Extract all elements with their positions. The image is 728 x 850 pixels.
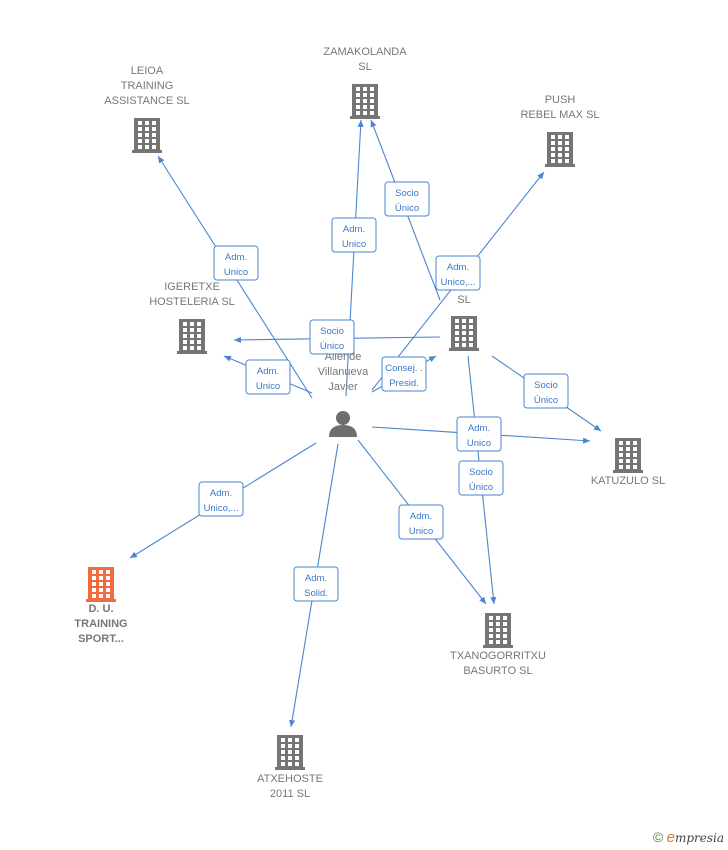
edges-layer: [129, 119, 602, 728]
nodes-layer: ZAMAKOLANDA SL LEIOA TRAINING ASSISTANCE SL P…: [74, 46, 665, 800]
company-name: ATXEHOSTE: [257, 773, 323, 785]
person-name: Javier: [328, 381, 358, 393]
edge-label-text: Socio: [534, 380, 558, 391]
company-node-zamakolanda[interactable]: ZAMAKOLANDA SL: [323, 46, 407, 119]
edge-label[interactable]: Consej. . Presid.: [381, 356, 427, 392]
edge-labels-layer: Adm.UnicoAdm.UnicoSocioÚnicoAdm.Unico,..…: [198, 181, 569, 602]
edge-label-text: Unico,...: [204, 503, 239, 514]
copyright-icon: ©: [652, 829, 664, 845]
edge-label[interactable]: Adm. Unico: [398, 504, 444, 540]
edge-label[interactable]: Adm. Unico,...: [198, 481, 244, 517]
edge-label[interactable]: Adm. Unico,...: [435, 255, 481, 291]
edge-label[interactable]: Adm. Unico: [213, 245, 259, 281]
edge-label-text: Único: [320, 341, 344, 352]
edge-label-text: Adm.: [447, 262, 469, 273]
edge-label-text: Adm.: [343, 224, 365, 235]
edge-label-text: Adm.: [410, 511, 432, 522]
company-node-txanogorritxu[interactable]: TXANOGORRITXU BASURTO SL: [450, 613, 546, 677]
edge-label[interactable]: Adm. Unico: [245, 359, 291, 395]
edge-label-text: Unico: [409, 526, 433, 537]
edge-label-text: Único: [469, 482, 493, 493]
building-icon: [449, 316, 479, 351]
edge-label-text: Consej. .: [385, 363, 423, 374]
edge-label-text: Socio: [320, 326, 344, 337]
company-node-push[interactable]: PUSH REBEL MAX SL: [520, 94, 600, 167]
company-name: REBEL MAX SL: [520, 109, 599, 121]
person-icon: [329, 411, 357, 437]
company-node-leioa[interactable]: LEIOA TRAINING ASSISTANCE SL: [104, 65, 190, 153]
edge-label-text: Presid.: [389, 378, 419, 389]
edge-label-text: Unico: [342, 239, 366, 250]
edge-label-text: Adm.: [468, 423, 490, 434]
edge-label-box: [309, 319, 355, 355]
company-name: SL: [457, 294, 470, 306]
edge-label-text: Unico,...: [441, 277, 476, 288]
person-name: Villanueva: [318, 366, 369, 378]
building-icon: [177, 319, 207, 354]
building-icon: [86, 567, 116, 602]
building-icon: [275, 735, 305, 770]
company-name: SPORT...: [78, 633, 124, 645]
brand-initial: e: [666, 829, 675, 846]
edge-label-box: [198, 481, 244, 517]
building-icon: [613, 438, 643, 473]
edge-label-text: Unico: [256, 381, 280, 392]
company-name: BASURTO SL: [463, 665, 532, 677]
company-name: ZAMAKOLANDA: [323, 46, 407, 58]
company-name: ASSISTANCE SL: [104, 95, 189, 107]
company-name: 2011 SL: [270, 788, 310, 800]
edge-label-text: Único: [534, 395, 558, 406]
brand-name: mpresia: [674, 831, 724, 845]
company-name: HOSTELERIA SL: [149, 296, 235, 308]
edge-label-box: [398, 504, 444, 540]
building-icon: [483, 613, 513, 648]
edge-label-box: [381, 356, 427, 392]
edge-label-text: Solid.: [304, 588, 328, 599]
edge-label-box: [435, 255, 481, 291]
company-name: TRAINING: [74, 618, 127, 630]
edge-label-box: [213, 245, 259, 281]
company-node-du[interactable]: D. U. TRAINING SPORT...: [74, 567, 128, 645]
edge-label-text: Único: [395, 203, 419, 214]
building-icon: [132, 118, 162, 153]
company-node-igeretxe[interactable]: IGERETXE HOSTELERIA SL: [149, 281, 235, 354]
company-name: LEIOA: [131, 65, 164, 77]
company-name: KATUZULO SL: [591, 475, 665, 487]
company-node-katuzulo[interactable]: KATUZULO SL: [591, 438, 665, 487]
footer-brand: © empresia: [653, 829, 724, 846]
edge-label-text: Unico: [467, 438, 491, 449]
edge-label-text: Adm.: [257, 366, 279, 377]
edge-label-box: [331, 217, 377, 253]
edge-label-text: Socio: [469, 467, 493, 478]
building-icon: [545, 132, 575, 167]
edge-label[interactable]: Adm. Unico: [331, 217, 377, 253]
edge-label-box: [458, 460, 504, 496]
edge-label-box: [245, 359, 291, 395]
edge-label[interactable]: Adm. Solid.: [293, 566, 339, 602]
company-name: IGERETXE: [164, 281, 220, 293]
company-name: PUSH: [545, 94, 576, 106]
edge-label-box: [523, 373, 569, 409]
company-name: SL: [358, 61, 371, 73]
edge-label-text: Unico: [224, 267, 248, 278]
company-name: TRAINING: [121, 80, 174, 92]
edge-label-box: [293, 566, 339, 602]
company-node-atxehoste[interactable]: ATXEHOSTE 2011 SL: [257, 735, 323, 800]
edge-label-text: Socio: [395, 188, 419, 199]
building-icon: [350, 84, 380, 119]
company-name: TXANOGORRITXU: [450, 650, 546, 662]
edge-label-box: [456, 416, 502, 452]
edge-label[interactable]: Adm. Unico: [456, 416, 502, 452]
company-name: D. U.: [88, 603, 113, 615]
edge-label-text: Adm.: [210, 488, 232, 499]
edge-label-text: Adm.: [225, 252, 247, 263]
edge-label-text: Adm.: [305, 573, 327, 584]
edge-label-box: [384, 181, 430, 217]
